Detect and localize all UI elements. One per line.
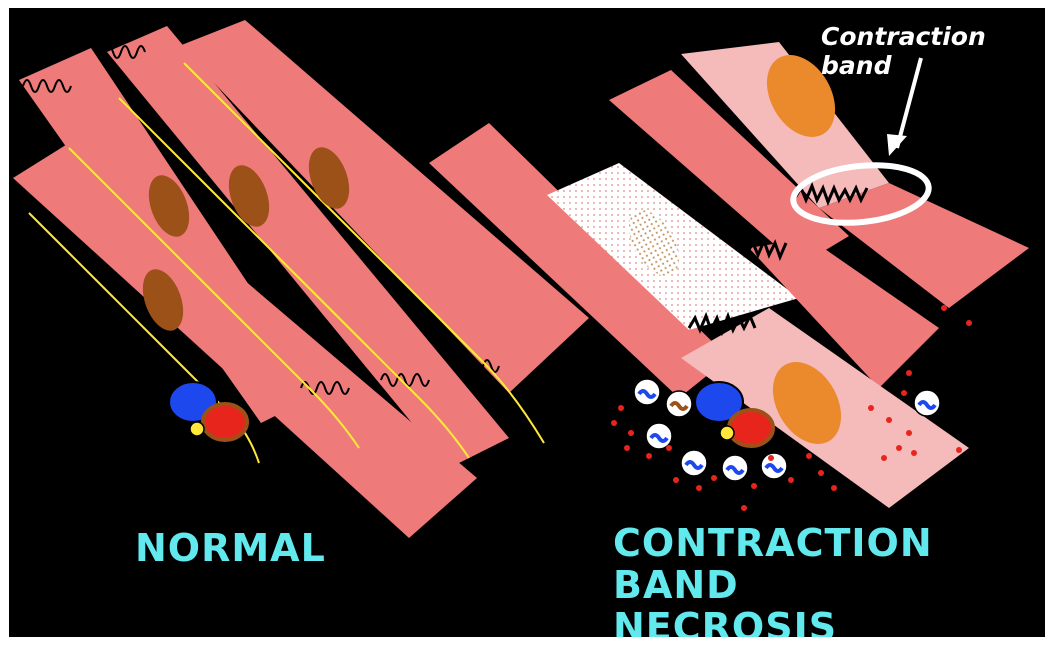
callout-label: Contraction band bbox=[821, 22, 1045, 80]
diagram-canvas: NORMAL CONTRACTION BAND NECROSIS Contrac… bbox=[9, 8, 1045, 637]
label-necrosis-line3: NECROSIS bbox=[613, 606, 933, 637]
yellow-cell bbox=[190, 422, 204, 436]
label-contraction-band-necrosis: CONTRACTION BAND NECROSIS bbox=[613, 522, 933, 637]
yellow-cell bbox=[720, 426, 734, 440]
red-cell bbox=[729, 410, 773, 446]
normal-tissue bbox=[13, 20, 589, 538]
callout-arrowhead bbox=[887, 134, 907, 156]
red-cell bbox=[203, 404, 247, 440]
label-necrosis-line2: BAND bbox=[613, 564, 933, 606]
label-necrosis-line1: CONTRACTION bbox=[613, 522, 933, 564]
label-normal: NORMAL bbox=[135, 526, 326, 570]
